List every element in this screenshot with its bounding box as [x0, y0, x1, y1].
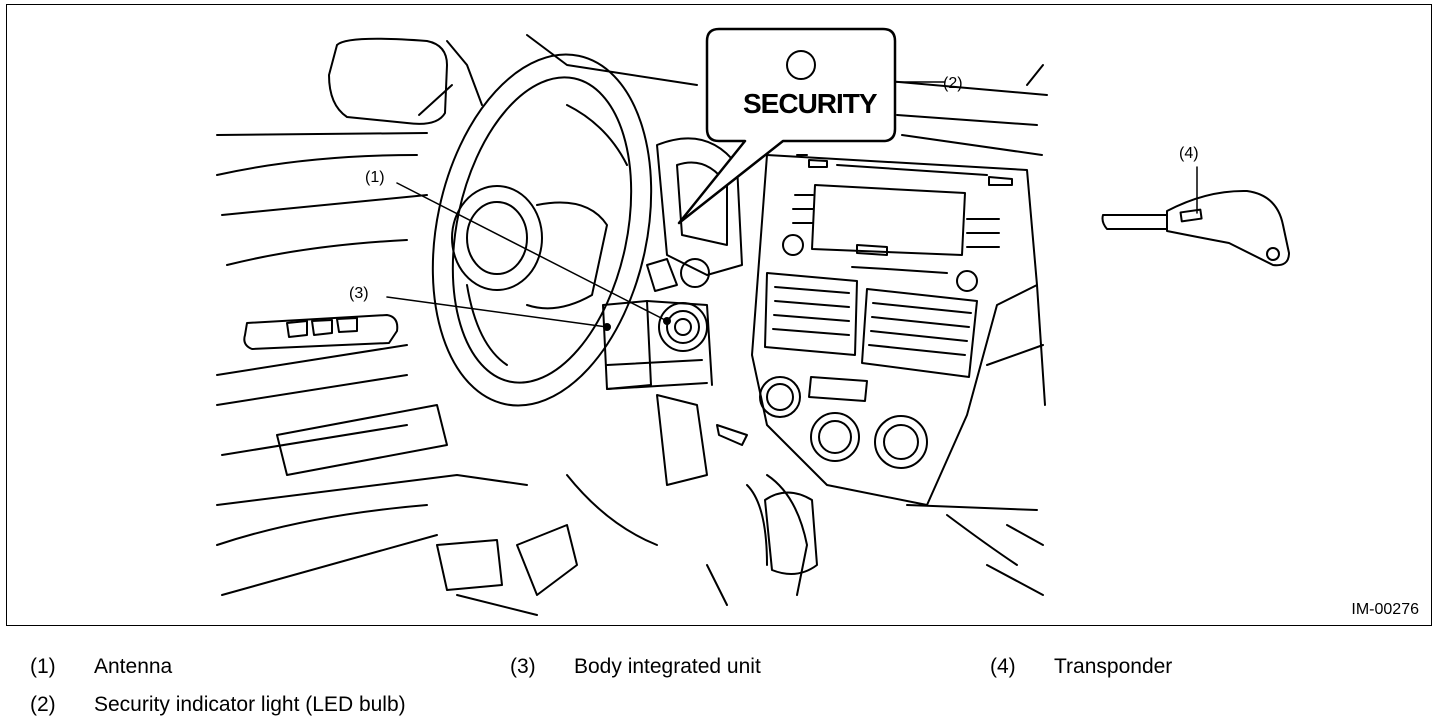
legend-number: (4) [990, 655, 1016, 678]
transponder-chip [1179, 208, 1203, 223]
right-vent [861, 288, 978, 378]
legend-label: Transponder [1054, 655, 1173, 678]
airbag-hub [451, 185, 543, 291]
callout-1: (1) [365, 169, 385, 186]
gauge-cluster [656, 137, 743, 276]
callout-2: (2) [943, 75, 963, 92]
left-vent [764, 272, 858, 356]
callout-4: (4) [1179, 145, 1199, 162]
steering-wheel [431, 53, 653, 407]
figure-id: IM-00276 [1351, 601, 1419, 618]
door-window-switch [243, 314, 399, 350]
legend-number: (1) [30, 655, 56, 678]
diagram-frame: SECURITY (1) (2) (3) (4) IM-00276 [6, 4, 1432, 626]
shift-lever [764, 491, 818, 575]
climate-knob-right [874, 415, 928, 469]
body-integrated-unit [602, 300, 652, 390]
security-callout-bubble [677, 27, 897, 225]
legend-number: (2) [30, 693, 56, 716]
climate-knob-left [759, 376, 801, 418]
legend-label: Security indicator light (LED bulb) [94, 693, 406, 716]
door-pocket [276, 404, 448, 476]
radio-display [811, 184, 966, 256]
climate-knob-center [810, 412, 860, 462]
security-label: SECURITY [743, 88, 878, 119]
tune-knob [956, 270, 978, 292]
center-console [751, 154, 1038, 506]
side-mirror [328, 37, 448, 125]
legend-label: Body integrated unit [574, 655, 761, 678]
handbrake [436, 524, 578, 596]
security-indicator-lamp [786, 50, 816, 80]
key-head [1166, 189, 1290, 267]
stalk-knob [680, 258, 710, 288]
legend-label: Antenna [94, 655, 173, 678]
dashboard-illustration [216, 27, 1290, 616]
volume-knob [782, 234, 804, 256]
legend-number: (3) [510, 655, 536, 678]
callout-3: (3) [349, 285, 369, 302]
key-blade [1101, 214, 1168, 230]
